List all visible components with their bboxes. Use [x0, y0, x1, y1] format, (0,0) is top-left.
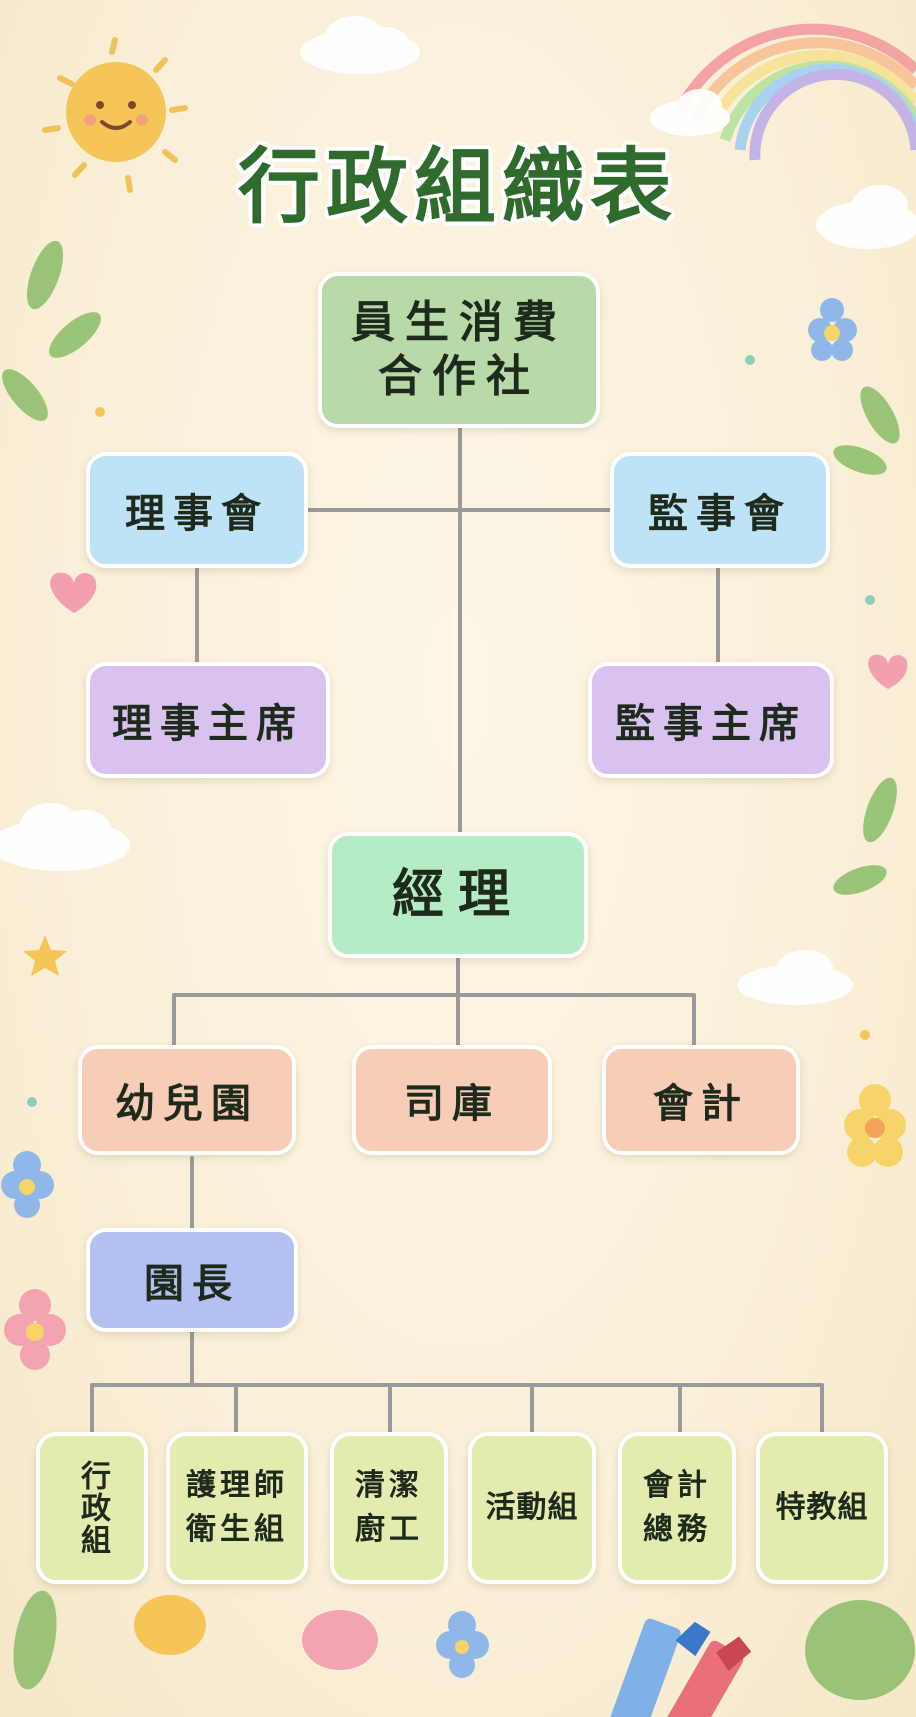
unit-accounting-general: 會計 總務: [618, 1432, 736, 1584]
flower-icon: [1, 298, 906, 1678]
node-warehouse: 司庫: [352, 1045, 552, 1155]
unit-activities: 活動組: [468, 1432, 596, 1584]
star-icon: [23, 935, 67, 976]
node-supervisory-board: 監事會: [610, 452, 830, 568]
node-board-chair: 理事主席: [86, 662, 330, 778]
node-root: 員生消費 合作社: [318, 272, 600, 428]
leaf-icon: [2, 240, 915, 1700]
node-accounting: 會計: [602, 1045, 800, 1155]
unit-cleaning-kitchen: 清潔 廚工: [330, 1432, 448, 1584]
crayon-icon: [607, 1618, 752, 1717]
rainbow-icon: [675, 23, 916, 161]
sun-icon: [42, 37, 188, 193]
node-board: 理事會: [86, 452, 308, 568]
heart-icon: [50, 572, 908, 689]
node-kindergarten: 幼兒園: [78, 1045, 296, 1155]
unit-nurse-health: 護理師 衛生組: [166, 1432, 308, 1584]
node-manager: 經理: [328, 832, 588, 958]
node-supervisory-chair: 監事主席: [588, 662, 834, 778]
unit-admin: 行政組: [36, 1432, 148, 1584]
page-title: 行政組織表: [237, 140, 678, 235]
unit-special-ed: 特教組: [756, 1432, 888, 1584]
node-director: 園長: [86, 1228, 298, 1332]
cloud-icon: [0, 16, 916, 1005]
dot-icon: [27, 355, 875, 1107]
